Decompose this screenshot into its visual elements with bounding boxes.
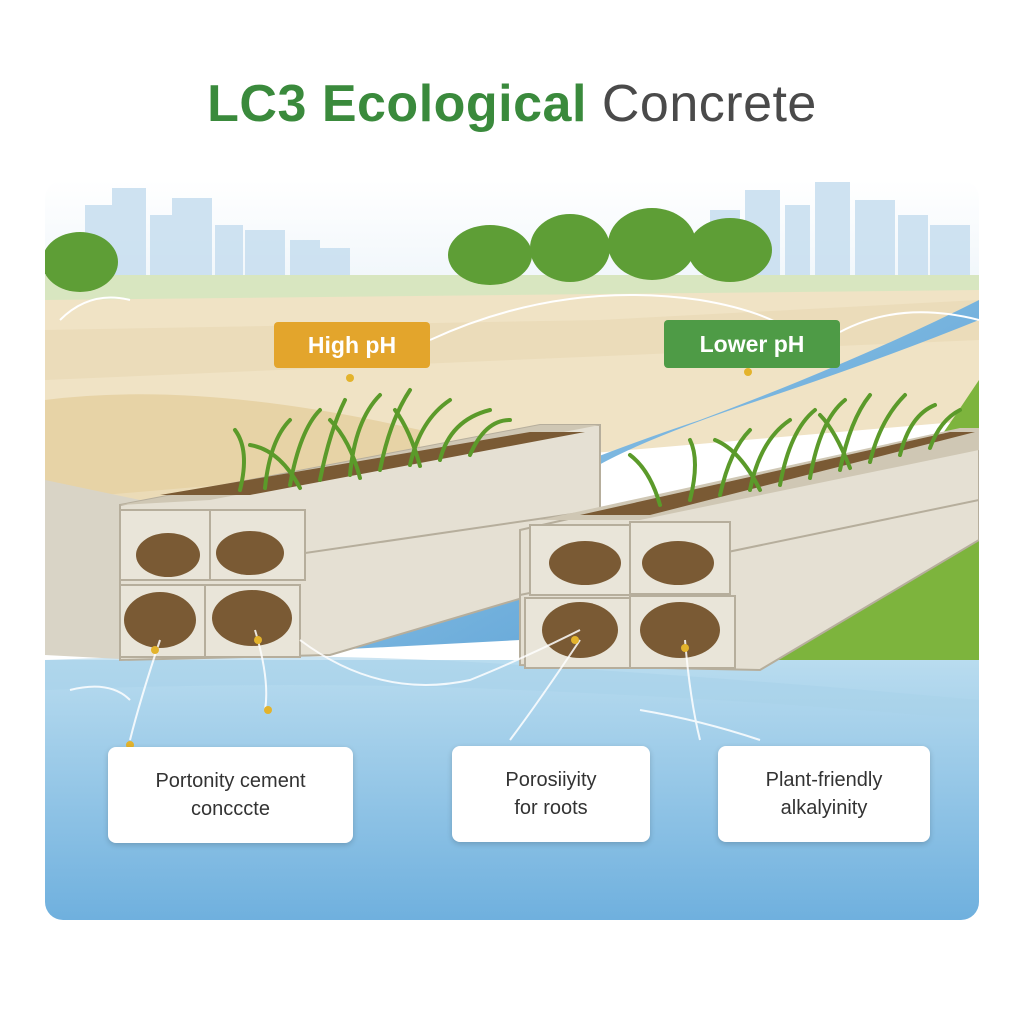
- grass-right: [628, 393, 962, 507]
- lower-ph-tag: Lower pH: [664, 320, 840, 368]
- callout-cement-line2: concccte: [191, 798, 270, 820]
- callout-porosity: Porosiiyity for roots: [452, 746, 650, 842]
- callout-porosity-line1: Porosiiyity: [505, 769, 597, 791]
- callout-cement: Portonity cement concccte: [108, 747, 353, 843]
- callout-alkalinity-line1: Plant-friendly: [765, 769, 883, 791]
- callout-cement-line1: Portonity cement: [155, 770, 306, 792]
- concrete-wall-right: [519, 428, 979, 672]
- root-lines: [69, 629, 761, 741]
- title-concrete: Concrete: [601, 75, 817, 133]
- ph-connector: [429, 294, 791, 341]
- high-ph-tag: High pH: [274, 322, 430, 368]
- title-lc3: LC3 Ecological: [207, 75, 587, 133]
- root-markers: [126, 368, 752, 749]
- callout-alkalinity: Plant-friendly alkalyinity: [718, 746, 930, 842]
- page-title: LC3 Ecological Concrete: [0, 72, 1024, 136]
- grass-left: [233, 388, 512, 492]
- callout-porosity-line2: for roots: [514, 797, 588, 819]
- callout-alkalinity-line2: alkalyinity: [780, 797, 868, 819]
- trees: [45, 208, 772, 292]
